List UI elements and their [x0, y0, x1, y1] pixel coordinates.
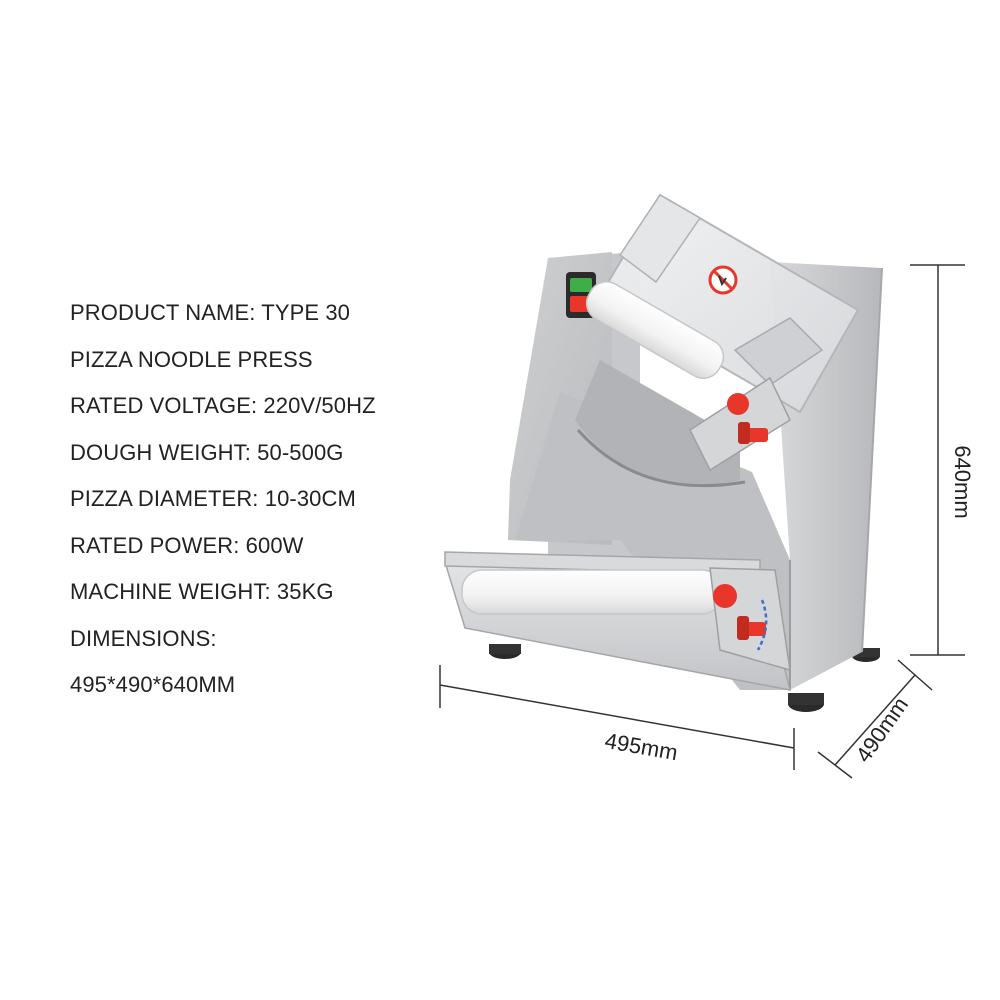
- spec-pizza-diameter: PIZZA DIAMETER: 10-30CM: [70, 486, 356, 511]
- top-roller-assembly: [585, 193, 860, 472]
- machine-feet: [489, 644, 880, 712]
- spec-dough-weight: DOUGH WEIGHT: 50-500G: [70, 439, 344, 465]
- adjust-lever-top: [746, 428, 768, 442]
- spec-dimensions-value: 495*490*640MM: [70, 672, 236, 697]
- width-label: 495mm: [603, 728, 680, 765]
- adjust-lever-bottom: [744, 622, 766, 636]
- dimension-depth: [817, 659, 933, 779]
- dimension-height: [910, 264, 965, 656]
- height-label: 640mm: [950, 445, 975, 518]
- spec-machine-weight: MACHINE WEIGHT: 35KG: [70, 579, 334, 604]
- spec-product-name: PRODUCT NAME: TYPE 30: [70, 300, 351, 325]
- depth-label: 490mm: [851, 692, 914, 766]
- thickness-knob-top: [727, 393, 749, 415]
- thickness-knob-bottom: [713, 584, 737, 608]
- spec-rated-power: RATED POWER: 600W: [70, 532, 304, 558]
- spec-list: PRODUCT NAME: TYPE 30 PIZZA NOODLE PRESS…: [70, 290, 376, 709]
- dimension-width: [439, 665, 795, 770]
- no-hands-warning-icon: [708, 265, 738, 295]
- power-on-switch: [570, 278, 592, 292]
- spec-dimensions-heading: DIMENSIONS:: [70, 625, 217, 651]
- bottom-roller-assembly: [443, 551, 792, 691]
- spec-rated-voltage: RATED VOLTAGE: 220V/50HZ: [70, 393, 376, 418]
- spec-product-type: PIZZA NOODLE PRESS: [70, 346, 313, 372]
